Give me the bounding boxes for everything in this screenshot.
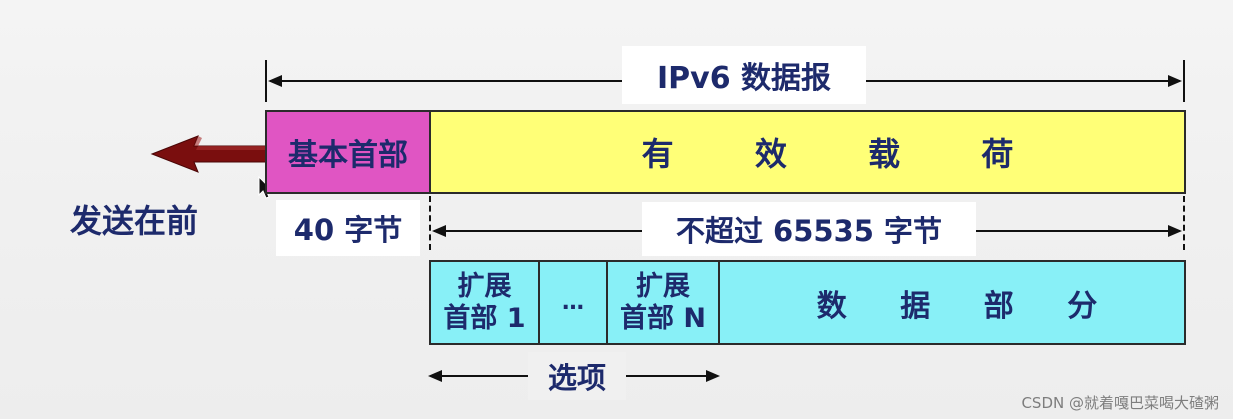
options-arrow-right-icon [706,370,720,382]
payload-box: 有 效 载 荷 [429,110,1186,194]
payload-size-left-tick [429,196,431,250]
header-size-label: 40 字节 [276,200,420,256]
data-part-char: 数 [816,288,847,324]
extension-header-1-line2: 首部 1 [443,302,526,334]
payload-char: 荷 [981,135,1014,173]
options-label: 选项 [528,352,626,400]
datagram-arrow-left-icon [268,75,282,87]
base-header-box: 基本首部 [265,110,431,194]
payload-char: 有 [641,135,674,173]
datagram-arrow-right-icon [1168,75,1182,87]
watermark: CSDN @就着嘎巴菜喝大碴粥 [1021,394,1219,412]
payload-char: 效 [754,135,787,173]
datagram-left-tick [265,60,267,102]
send-direction-arrow-icon [150,135,270,173]
payload-size-label: 不超过 65535 字节 [642,202,976,256]
data-part-char: 分 [1067,288,1098,324]
data-part-box: 数 据 部 分 [718,260,1186,345]
extension-ellipsis-box: … [538,260,608,345]
extension-header-n-line1: 扩展 [636,270,690,302]
payload-size-arrow-right-icon [1168,225,1182,237]
payload-char: 载 [868,135,901,173]
send-first-label: 发送在前 [70,202,199,240]
datagram-title: IPv6 数据报 [622,46,866,104]
datagram-right-tick [1183,60,1185,102]
payload-size-arrow-left-icon [432,225,446,237]
data-part-char: 据 [900,288,931,324]
options-arrow-left-icon [428,370,442,382]
data-part-char: 部 [983,288,1014,324]
payload-size-right-tick [1183,196,1185,250]
extension-header-n-line2: 首部 N [620,302,706,334]
extension-header-1-box: 扩展 首部 1 [429,260,540,345]
extension-header-n-box: 扩展 首部 N [606,260,720,345]
extension-header-1-line1: 扩展 [457,270,512,302]
